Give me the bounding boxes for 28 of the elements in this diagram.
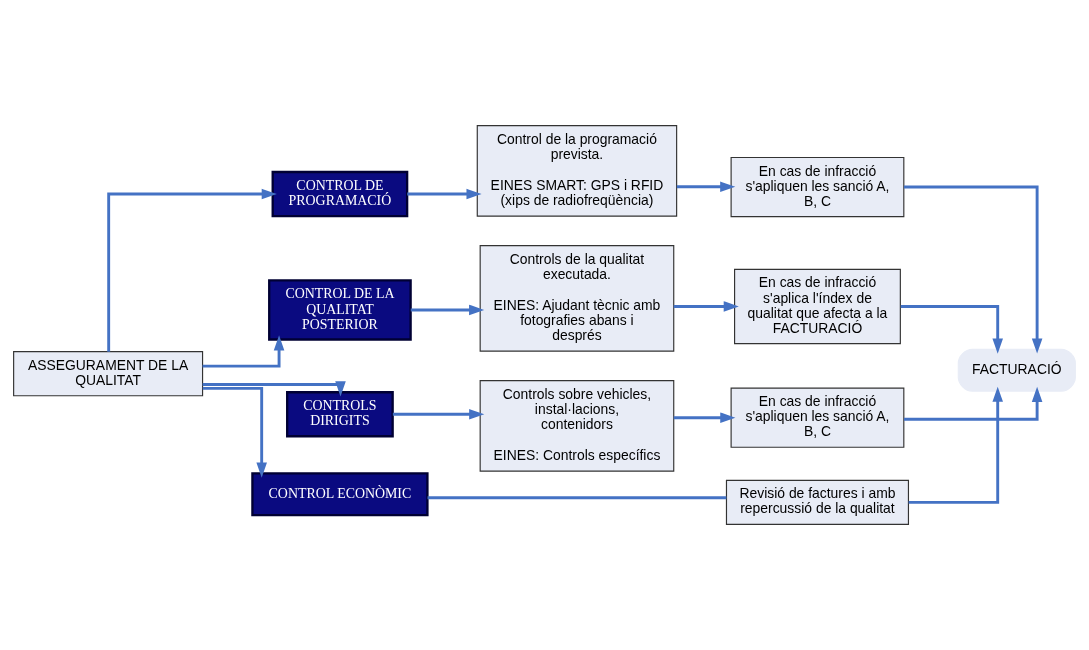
arrow — [392, 408, 485, 420]
arrow — [900, 305, 1003, 354]
arrow — [903, 386, 1043, 421]
node-box: Control de la programació prevista. EINES SMART: GPS i RFID (xips de radiofreqüència) — [476, 125, 678, 217]
arrow — [410, 304, 485, 316]
arrow — [903, 185, 1043, 354]
node-box: FACTURACIÓ — [957, 348, 1076, 392]
node-box: CONTROL DE LA QUALITAT POSTERIOR — [268, 279, 412, 341]
node-box: Revisió de factures i amb repercussió de la qualitat — [725, 479, 910, 525]
connector — [427, 496, 727, 500]
node-box: CONTROL ECONÒMIC — [251, 472, 429, 517]
arrow — [673, 301, 739, 312]
node-box: En cas de infracció s'apliquen les sanció A, B, C — [730, 156, 905, 218]
arrow — [908, 386, 1003, 504]
arrow — [202, 335, 285, 368]
arrow — [107, 188, 277, 352]
node-box: CONTROL DE PROGRAMACIÓ — [271, 170, 409, 218]
node-box: Controls de la qualitat executada. EINES: Ajudant tècnic amb fotografies abans i després — [479, 245, 675, 352]
node-box: CONTROLS DIRIGITS — [286, 391, 394, 438]
arrow — [202, 381, 346, 397]
node-box: Controls sobre vehicles, instal·lacions, contenidors EINES: Controls específics — [479, 380, 675, 472]
node-box: En cas de infracció s'aplica l'índex de qualitat que afecta a la FACTURACIÓ — [734, 268, 901, 345]
node-box: En cas de infracció s'apliquen les sanció A, B, C — [730, 387, 905, 448]
arrow — [676, 181, 736, 193]
node-box: ASSEGURAMENT DE LA QUALITAT — [13, 351, 204, 397]
arrow — [407, 188, 482, 200]
arrow — [202, 386, 267, 478]
arrow — [673, 412, 736, 423]
